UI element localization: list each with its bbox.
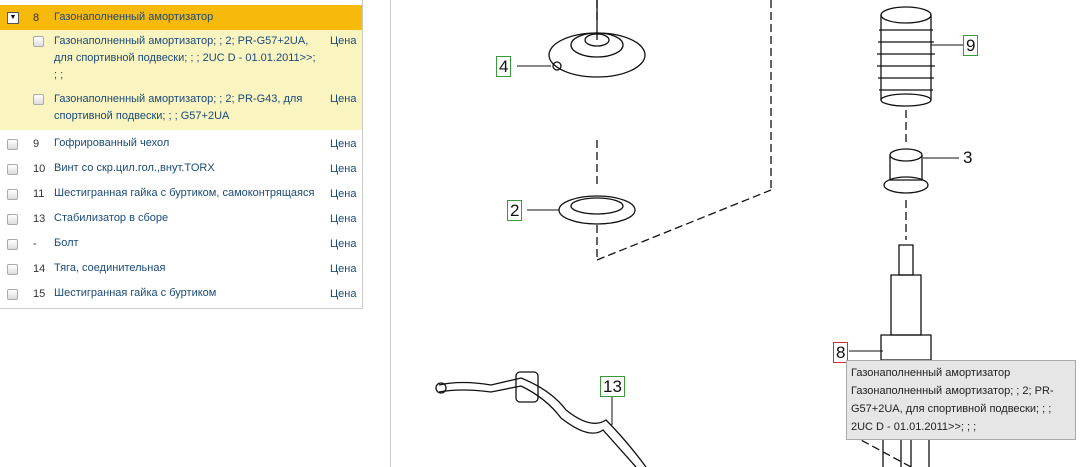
collapse-toggle[interactable]: ▼ (7, 12, 19, 24)
part-name: Тяга, соединительная (54, 262, 166, 274)
part-number: 14 (33, 263, 46, 275)
part-checkbox[interactable] (7, 164, 18, 175)
part-number: - (33, 238, 37, 250)
part-number: 9 (33, 138, 40, 150)
price-link[interactable]: Цена (330, 263, 357, 275)
part-row[interactable]: - Болт Цена (0, 236, 362, 261)
part-name: Гофрированный чехол (54, 137, 170, 149)
price-link[interactable]: Цена (330, 188, 357, 200)
strut-mount-drawing (548, 0, 646, 78)
bearing-ring-drawing (558, 195, 636, 225)
callout-4[interactable]: 4 (496, 56, 512, 77)
part-number: 11 (33, 188, 45, 200)
callout-13[interactable]: 13 (600, 376, 625, 397)
variant-checkbox[interactable] (33, 36, 44, 47)
callout-2[interactable]: 2 (507, 200, 523, 221)
tooltip-title: Газонаполненный амортизатор (851, 367, 1011, 379)
price-link[interactable]: Цена (330, 213, 357, 225)
part-name: Газонаполненный амортизатор (54, 11, 214, 23)
callout-3[interactable]: 3 (961, 148, 975, 167)
price-link[interactable]: Цена (330, 35, 357, 47)
variant-name: Газонаполненный амортизатор; ; 2; PR-G57… (54, 35, 316, 81)
bump-stop-drawing (883, 148, 929, 194)
price-link[interactable]: Цена (330, 163, 357, 175)
part-name: Шестигранная гайка с буртиком (54, 287, 217, 299)
part-checkbox[interactable] (7, 189, 18, 200)
part-name: Шестигранная гайка с буртиком, самоконтр… (54, 187, 315, 199)
part-row[interactable]: 14 Тяга, соединительная Цена (0, 261, 362, 286)
part-name: Винт со скр.цил.гол.,внут.TORX (54, 162, 215, 174)
callout-9[interactable]: 9 (963, 35, 979, 56)
part-number: 10 (33, 163, 46, 175)
price-link[interactable]: Цена (330, 238, 357, 250)
part-number: 15 (33, 288, 46, 300)
part-checkbox[interactable] (7, 139, 18, 150)
price-link[interactable]: Цена (330, 93, 357, 105)
part-row[interactable]: 9 Гофрированный чехол Цена (0, 136, 362, 161)
part-checkbox[interactable] (7, 214, 18, 225)
part-number: 8 (33, 12, 40, 24)
tooltip: Газонаполненный амортизатор Газонаполнен… (846, 360, 1076, 440)
parts-diagram[interactable]: 4 2 9 3 13 8 (390, 0, 1082, 467)
tooltip-text: Газонаполненный амортизатор; ; 2; PR-G57… (851, 385, 1054, 433)
part-row[interactable]: 10 Винт со скр.цил.гол.,внут.TORX Цена (0, 161, 362, 186)
variants-panel: Газонаполненный амортизатор; ; 2; PR-G57… (0, 30, 362, 130)
price-link[interactable]: Цена (330, 288, 357, 300)
price-link[interactable]: Цена (330, 138, 357, 150)
part-checkbox[interactable] (7, 239, 18, 250)
variant-name: Газонаполненный амортизатор; ; 2; PR-G43… (54, 93, 303, 122)
dust-boot-drawing (877, 6, 935, 107)
part-checkbox[interactable] (7, 289, 18, 300)
stabilizer-drawing (435, 371, 647, 467)
selected-part-row[interactable]: ▼ 8 Газонаполненный амортизатор (0, 5, 362, 30)
parts-list: ▼ 8 Газонаполненный амортизатор Газонапо… (0, 0, 363, 309)
part-row[interactable]: 11 Шестигранная гайка с буртиком, самоко… (0, 186, 362, 211)
dashed-lines (596, 0, 912, 467)
part-name: Болт (54, 237, 79, 249)
part-row[interactable]: 15 Шестигранная гайка с буртиком Цена (0, 286, 362, 311)
part-row[interactable]: 13 Стабилизатор в сборе Цена (0, 211, 362, 236)
callout-8[interactable]: 8 (833, 342, 849, 363)
part-checkbox[interactable] (7, 264, 18, 275)
variant-checkbox[interactable] (33, 94, 44, 105)
part-name: Стабилизатор в сборе (54, 212, 169, 224)
part-number: 13 (33, 213, 46, 225)
